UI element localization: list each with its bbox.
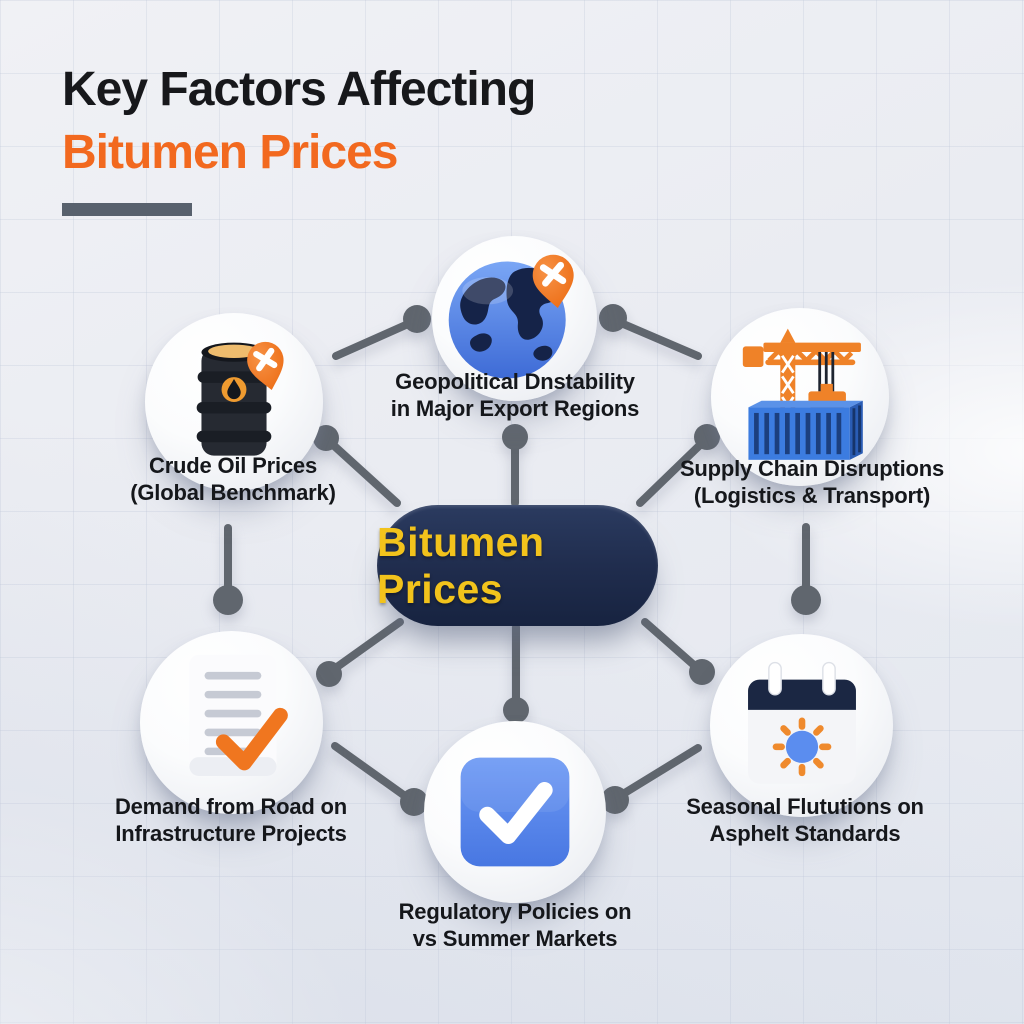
central-node-label: Bitumen Prices <box>377 518 545 612</box>
title-line-1: Key Factors Affecting <box>62 63 536 116</box>
oil-barrel-icon <box>196 341 284 456</box>
factor-label-line: Demand from Road on <box>114 794 348 819</box>
factor-label-line: Seasonal Flututions on <box>686 794 924 819</box>
checkbox-check-icon <box>460 757 570 867</box>
factor-label-geopolitical: Geopolitical Dnstability in Major Export… <box>365 368 665 423</box>
crane-container-icon <box>742 328 863 460</box>
factor-circle-regulatory <box>424 721 606 903</box>
factor-label-seasonal: Seasonal Flututions on Asphelt Standards <box>655 793 955 848</box>
factor-label-line: (Logistics & Transport) <box>693 483 931 509</box>
page-title: Key Factors Affecting Bitumen Prices <box>62 58 536 185</box>
document-check-icon <box>188 654 288 776</box>
title-underline <box>62 203 192 216</box>
factor-label-supply-chain: Supply Chain Disruptions (Logistics & Tr… <box>662 455 962 510</box>
factor-label-line: Asphelt Standards <box>709 821 901 847</box>
factor-label-line: Crude Oil Prices <box>149 453 317 478</box>
factor-label-line: vs Summer Markets <box>412 926 618 952</box>
factor-label-crude-oil: Crude Oil Prices (Global Benchmark) <box>83 452 383 507</box>
factor-circle-seasonal <box>710 634 893 817</box>
factor-label-line: (Global Benchmark) <box>130 480 336 506</box>
title-line-2: Bitumen Prices <box>62 126 398 180</box>
calendar-sun-icon <box>747 661 856 784</box>
factor-label-demand: Demand from Road on Infrastructure Proje… <box>81 793 381 848</box>
factor-label-line: Supply Chain Disruptions <box>679 456 945 481</box>
factor-label-line: in Major Export Regions <box>390 396 640 422</box>
factor-label-line: Geopolitical Dnstability <box>395 369 635 394</box>
factor-label-line: Infrastructure Projects <box>115 821 347 847</box>
factor-label-regulatory: Regulatory Policies on vs Summer Markets <box>365 898 665 953</box>
factor-circle-demand <box>140 631 323 814</box>
central-node-bitumen-prices: Bitumen Prices <box>377 505 658 626</box>
factor-label-line: Regulatory Policies on <box>398 899 632 924</box>
